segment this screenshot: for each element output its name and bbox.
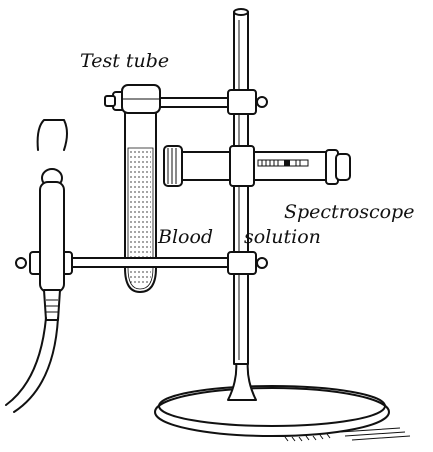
label-test-tube: Test tube [80, 50, 169, 72]
label-spectroscope: Spectroscope [284, 201, 414, 223]
stand-base [155, 360, 410, 441]
spectroscope [164, 146, 350, 186]
label-blood: Blood [157, 226, 213, 248]
label-solution: solution [244, 226, 321, 248]
